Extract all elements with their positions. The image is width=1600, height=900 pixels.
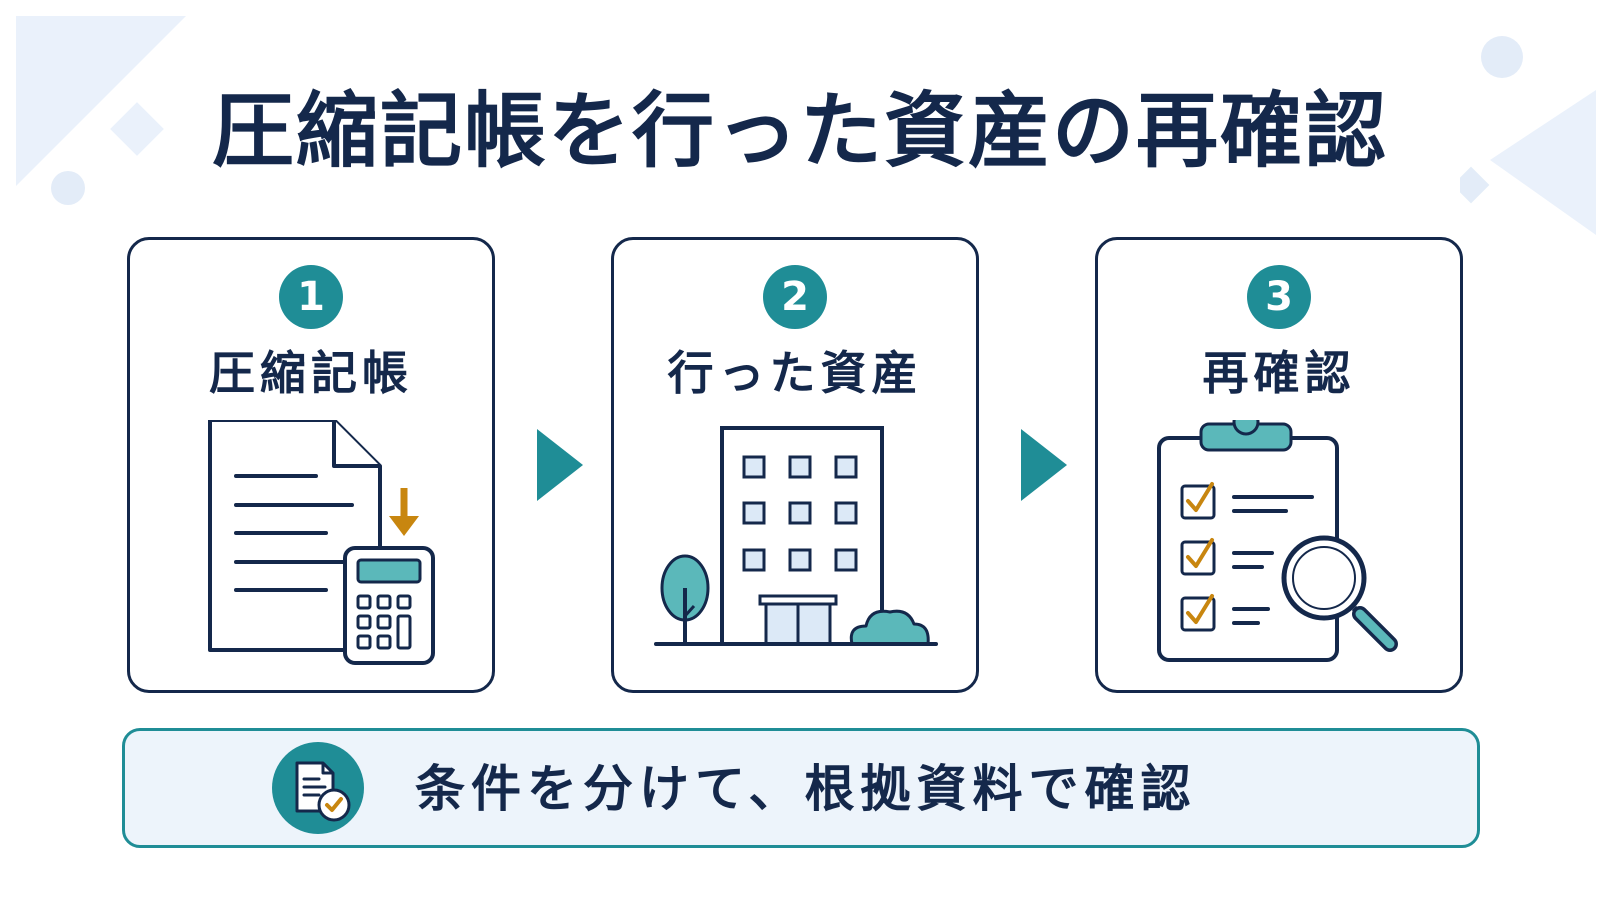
step-label: 再確認 (1202, 346, 1356, 400)
step-number-badge: 2 (763, 265, 827, 329)
document-check-icon (272, 742, 364, 834)
page-title: 圧縮記帳を行った資産の再確認 (211, 84, 1388, 179)
building-icon (654, 426, 938, 646)
triangle-right-icon (1021, 429, 1067, 501)
document-calculator-icon (208, 420, 435, 665)
banner-text: 条件を分けて、根拠資料で確認 (415, 760, 1197, 818)
background-decoration-right (1460, 36, 1596, 235)
step-label: 行った資産 (667, 346, 923, 400)
triangle-right-icon (537, 429, 583, 501)
checklist-magnifier-icon (1157, 420, 1398, 662)
step-label: 圧縮記帳 (209, 346, 413, 400)
summary-banner: 条件を分けて、根拠資料で確認 (122, 728, 1480, 848)
step-card-2: 2 行った資産 (611, 237, 979, 693)
step-card-1: 1 圧縮記帳 (127, 237, 495, 693)
step-number-badge: 1 (279, 265, 343, 329)
step-card-3: 3 再確認 (1095, 237, 1463, 693)
background-decoration-left (16, 16, 186, 205)
step-number-badge: 3 (1247, 265, 1311, 329)
